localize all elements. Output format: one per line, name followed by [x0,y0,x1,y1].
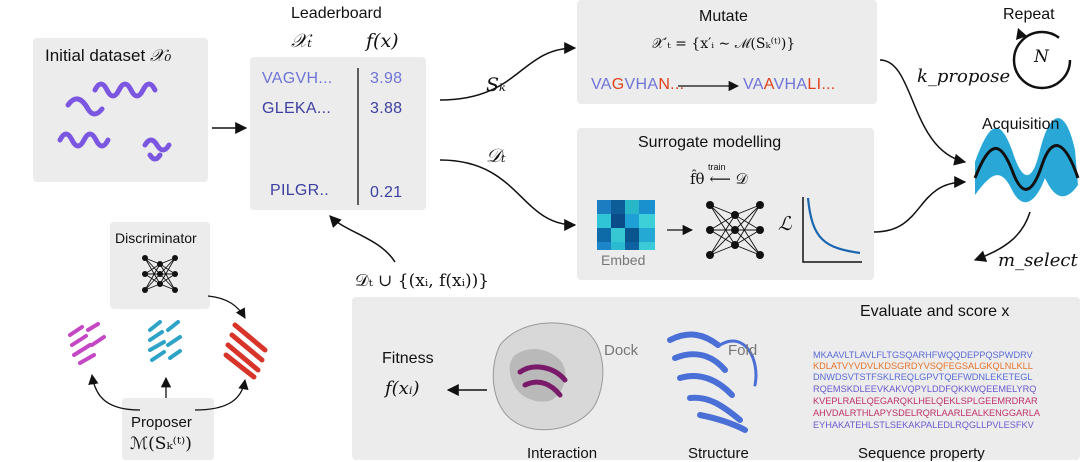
fitness-formula: f(xᵢ) [385,378,420,399]
surrogate-formula: f̂θ ⟵ 𝒟 [690,170,748,188]
embed-label: Embed [601,252,646,268]
mutate-after: VAAVHALI... [743,76,836,93]
sequence-line-2: KDLATVYVDVLKDSGRDYVSQFEGSALGKQLNLKLL [813,361,1033,371]
leaderboard-panel [250,57,426,210]
leaderboard-seq-1: VAGVH... [262,70,333,87]
evaluate-panel [352,297,1080,460]
leaderboard-score-1: 3.98 [370,70,403,87]
loss-curve-icon [802,197,862,263]
leaderboard-col-f: f(x) [366,30,399,52]
neural-network-icon [706,201,764,259]
sequence-line-7: EYHAKATEHLSTLSEKAKPALEDLRQGLLPVLESFKV [813,420,1034,430]
discriminator-network-icon [142,255,178,293]
dock-label: Dock [604,342,639,359]
arrow-m_select [973,211,1031,262]
initial-dataset-symbol: 𝒳₀ [149,46,172,66]
edge-label-m_select: m_select [998,250,1078,271]
acquisition-title: Acquisition [982,116,1060,133]
arrow-s_k [439,42,577,101]
edge-label-s_k: Sₖ [486,74,506,96]
arrow-surrogate-to-acquisition [873,176,967,233]
surrogate-title: Surrogate modelling [638,134,782,151]
repeat-loop-icon [1012,28,1072,90]
sequence-property-label: Sequence property [858,445,985,462]
mutate-before: VAGVHAN... [591,76,685,93]
protein-pink-icon [68,322,106,365]
structure-label: Structure [688,445,749,462]
repeat-title: Repeat [1003,6,1055,23]
protein-red-icon [223,322,268,380]
initial-dataset-panel [33,38,208,182]
mutate-title: Mutate [699,8,748,25]
discriminator-title: Discriminator [115,230,197,246]
evaluate-title: Evaluate and score x [860,303,1010,320]
arrow-mutate-to-acquisition [879,59,967,166]
arrow-discriminator-to-protein [207,295,246,319]
proposer-title: Proposer [131,414,192,431]
initial-dataset-title: Initial dataset 𝒳₀ [45,46,172,66]
mutate-formula: 𝒳′ₜ = {x′ᵢ ∼ ℳ(Sₖ⁽ᵗ⁾)} [652,36,796,52]
sequence-line-6: AHVDALRTHLAPYSDELRQRLAARLEALKENGGARLA [813,408,1041,418]
proposer-panel [122,398,214,460]
sequence-line-1: MKAAVLTLAVLFLTGSQARHFWQQDEPPQSPWDRV [813,350,1033,360]
arrow-d_t [439,159,577,231]
fitness-title: Fitness [382,350,434,367]
repeat-n: N [1034,47,1049,67]
mutate-panel [577,0,877,104]
interaction-label: Interaction [527,445,598,462]
folded-structure-icon [667,331,758,433]
embed-heatmap [597,200,655,250]
protein-cyan-icon [148,320,182,362]
loss-symbol: ℒ [778,213,792,235]
acquisition-plot [973,118,1080,203]
docking-surface-icon [492,322,604,431]
surrogate-train-label: train [708,162,726,172]
leaderboard-seq-2: GLEKA... [262,100,332,117]
feedback-label: 𝒟ₜ ∪ {(xᵢ, f(xᵢ))} [355,271,490,291]
sequence-line-5: KVEPLRAELQEGARQKLHELQEKLSPLGEEMRDRAR [813,396,1038,406]
leaderboard-seq-3: PILGR.. [270,182,330,199]
proposer-formula: ℳ(Sₖ⁽ᵗ⁾) [130,434,192,454]
edge-label-d_t: 𝒟ₜ [486,145,506,167]
leaderboard-score-2: 3.88 [370,100,403,117]
protein-helix-icon [57,81,172,162]
arrow-proposer-to-red [194,378,249,411]
fold-label: Fold [728,342,758,359]
arrow-proposer-to-pink [88,373,141,411]
leaderboard-col-x: 𝒳ₜ [291,30,313,52]
edge-label-k_propose: k_propose [917,66,1011,87]
sequence-line-3: DNWDSVTSTFSKLREQLGPVTQEFWDNLEKETEGL [813,372,1033,382]
leaderboard-score-3: 0.21 [370,184,403,201]
sequence-line-4: RQEMSKDLEEVKAKVQPYLDDFQKKWQEEMELYRQ [813,384,1037,394]
arrow-feedback-to-leaderboard [329,215,396,263]
leaderboard-title: Leaderboard [291,5,382,22]
